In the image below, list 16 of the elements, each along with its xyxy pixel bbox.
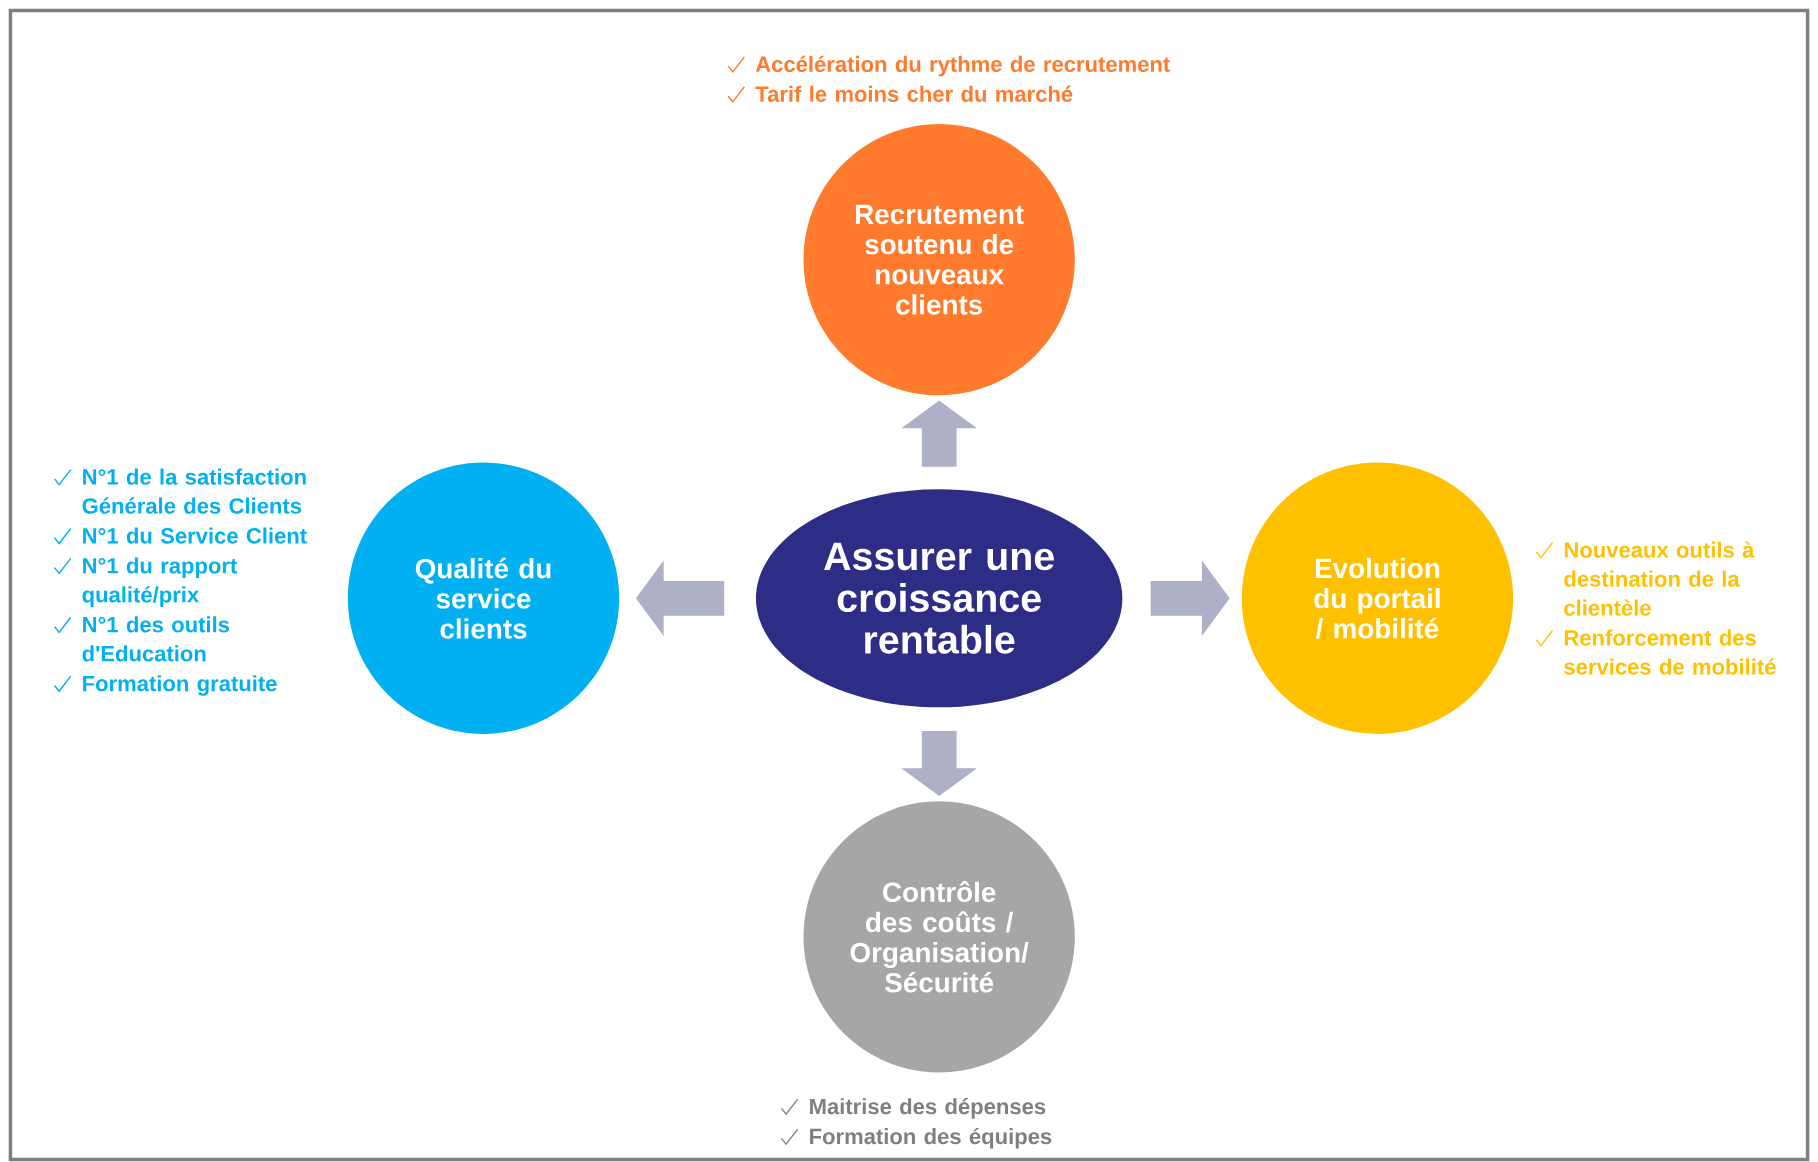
circle-node: Recrutement soutenu de nouveaux clients	[803, 124, 1075, 396]
bullet-text: Formation des équipes	[810, 1128, 1052, 1149]
circle-node: Qualité du service clients	[347, 462, 620, 735]
bullet-text: Accélération du rythme de recrutement	[755, 55, 1170, 77]
bullet-text: N°1 de la satisfaction Générale des Clients	[82, 468, 306, 514]
circle-node: Contrôle des coûts / Organisation/ Sécurité	[803, 801, 1075, 1073]
bullet-text: Formation gratuite	[83, 675, 277, 696]
circle-node: Evolution du portail / mobilité	[1241, 462, 1514, 735]
bullet-text: Nouveaux outils à destination de la clientèle	[1564, 541, 1755, 616]
bullet-text: Renforcement des services de mobilité	[1564, 629, 1776, 675]
bullet-text: Tarif le moins cher du marché	[755, 85, 1073, 103]
bullet-text: N°1 des outils d'Education	[82, 616, 230, 662]
bullet-text: N°1 du Service Client	[83, 527, 307, 544]
ellipse-node: Assurer une croissance rentable	[755, 489, 1123, 708]
bullet-text: N°1 du rapport qualité/prix	[82, 557, 237, 608]
bullet-text: Maitrise des dépenses	[810, 1098, 1046, 1119]
